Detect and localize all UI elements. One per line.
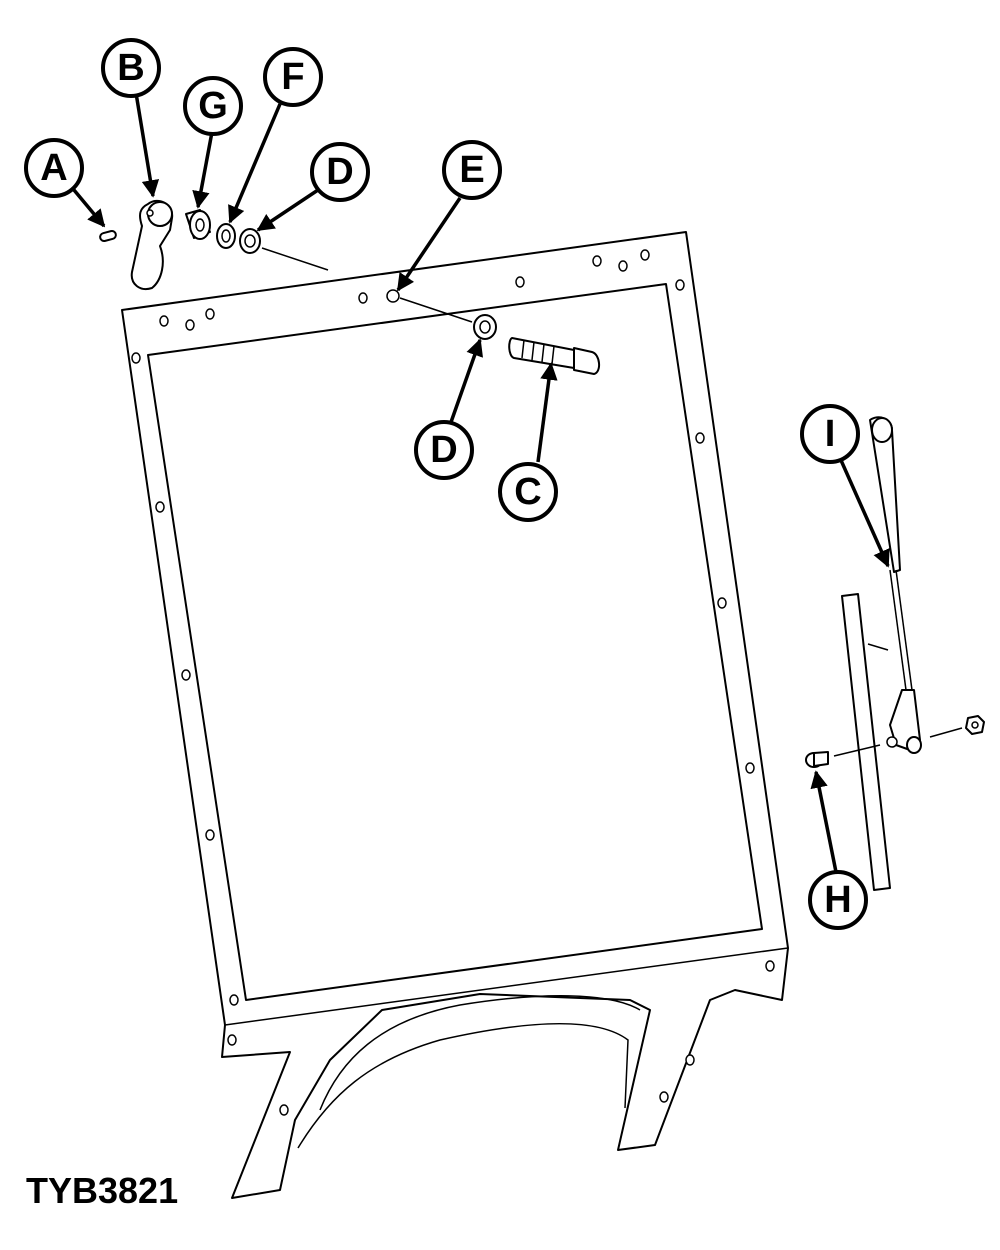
seal-strip xyxy=(841,593,891,891)
callout-c-label: C xyxy=(514,471,541,513)
pin-part-a xyxy=(99,229,117,243)
frame-bottom-edge xyxy=(224,947,789,1026)
bolt-part-h xyxy=(805,751,829,768)
callout-f: F xyxy=(263,47,323,107)
callout-d-top-label: D xyxy=(326,151,353,193)
callout-g: G xyxy=(183,76,243,136)
bushing-part-g xyxy=(185,209,211,240)
callout-g-label: G xyxy=(198,85,228,127)
shaft-part-c xyxy=(508,337,600,375)
callout-e-label: E xyxy=(459,149,484,191)
callout-d-top: D xyxy=(310,142,370,202)
washer-part-d-mid xyxy=(473,314,497,340)
leader-lines xyxy=(72,92,890,873)
latch-assembly xyxy=(99,199,329,290)
washer-part-f xyxy=(216,223,236,249)
callout-h-label: H xyxy=(824,879,851,921)
callout-i: I xyxy=(800,404,860,464)
frame-inner-opening xyxy=(147,283,763,1001)
callout-d-mid: D xyxy=(414,420,474,480)
nut-part xyxy=(965,715,985,735)
callout-f-label: F xyxy=(281,56,304,98)
washer-part-d-top xyxy=(239,228,261,254)
frame-leg-curve-inner xyxy=(297,1023,629,1149)
callout-d-mid-label: D xyxy=(430,429,457,471)
frame-leg-curve-outer xyxy=(319,995,641,1111)
callout-i-label: I xyxy=(825,413,836,455)
callout-a: A xyxy=(24,138,84,198)
figure-id-label: TYB3821 xyxy=(26,1170,178,1211)
callout-e: E xyxy=(442,140,502,200)
callout-b: B xyxy=(101,38,161,98)
frame-mounting-holes xyxy=(131,249,775,1116)
callout-h: H xyxy=(808,870,868,930)
callout-a-label: A xyxy=(40,147,67,189)
window-frame xyxy=(121,231,789,1199)
callout-b-label: B xyxy=(117,47,144,89)
handle-part-b xyxy=(130,199,174,290)
callout-c: C xyxy=(498,462,558,522)
latch-shaft-group xyxy=(399,297,600,375)
prop-rod-part-i xyxy=(869,416,922,754)
prop-rod-assembly xyxy=(805,416,985,891)
